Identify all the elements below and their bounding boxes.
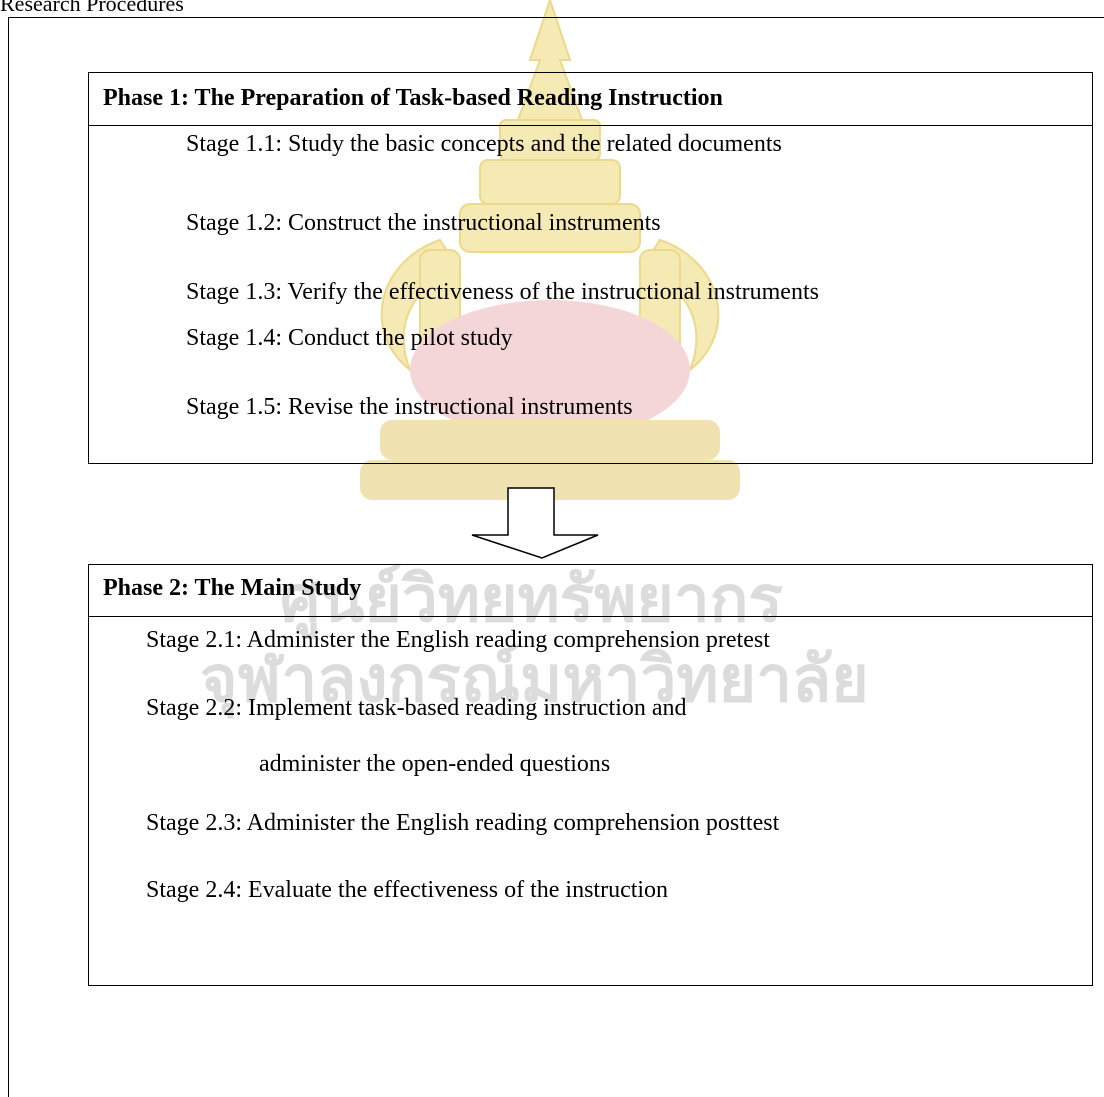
stage-2-1: Stage 2.1: Administer the English readin… [146,627,770,653]
stage-1-5: Stage 1.5: Revise the instructional inst… [186,394,633,420]
stage-2-2-continuation: administer the open-ended questions [259,751,611,777]
outer-frame [8,17,1104,1097]
page-heading: Research Procedures [0,0,184,16]
stage-1-1: Stage 1.1: Study the basic concepts and … [186,131,782,157]
phase1-title: Phase 1: The Preparation of Task-based R… [103,85,723,111]
stage-1-2: Stage 1.2: Construct the instructional i… [186,210,661,236]
phase1-header: Phase 1: The Preparation of Task-based R… [89,73,1092,126]
stage-2-2: Stage 2.2: Implement task-based reading … [146,695,687,721]
down-arrow-icon [471,487,599,559]
stage-1-3: Stage 1.3: Verify the effectiveness of t… [186,279,819,305]
stage-2-4: Stage 2.4: Evaluate the effectiveness of… [146,877,669,903]
phase2-box: Phase 2: The Main Study Stage 2.1: Admin… [88,564,1093,986]
stage-1-4: Stage 1.4: Conduct the pilot study [186,325,513,351]
phase1-box: Phase 1: The Preparation of Task-based R… [88,72,1093,464]
stage-2-3: Stage 2.3: Administer the English readin… [146,810,780,836]
phase2-title: Phase 2: The Main Study [103,575,362,601]
phase2-header: Phase 2: The Main Study [89,565,1092,617]
